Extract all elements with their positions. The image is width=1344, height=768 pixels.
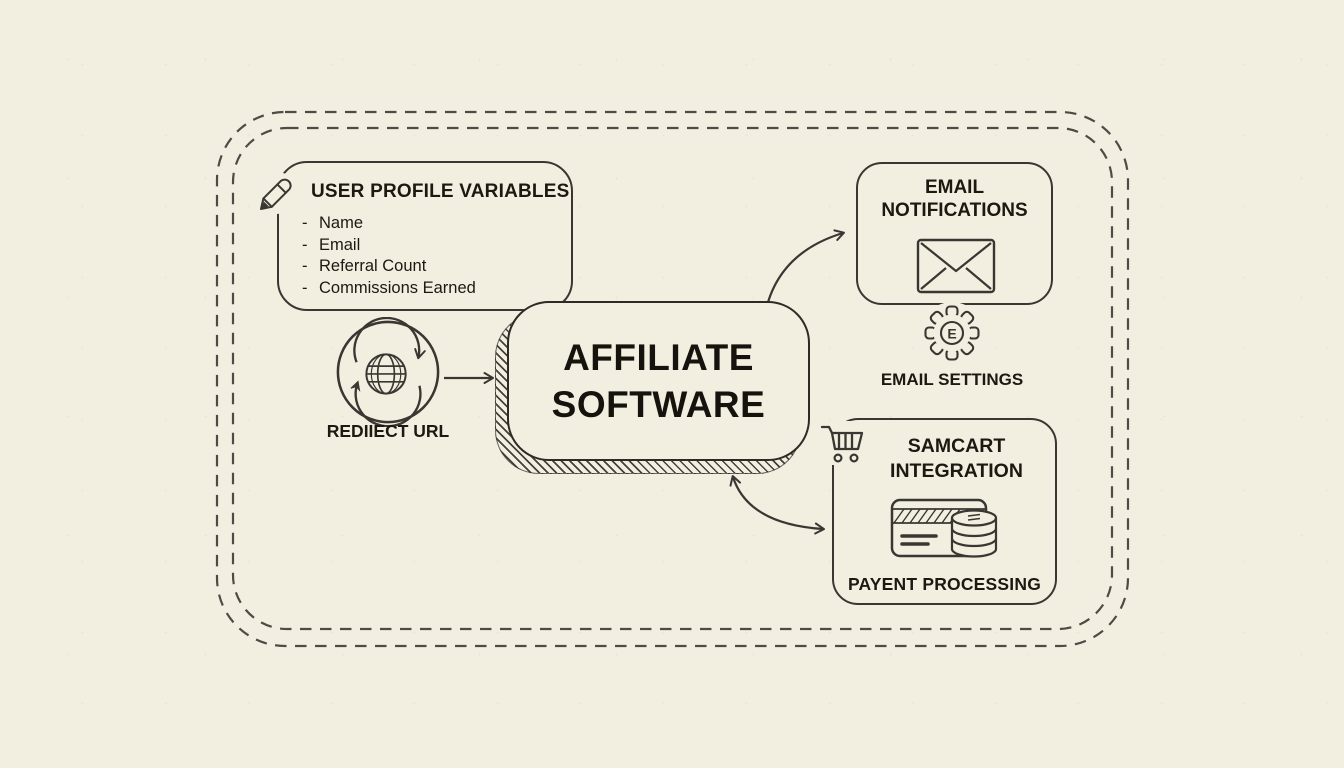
list-item-label: Name bbox=[319, 214, 364, 232]
user-profile-list: - Name - Email - Referral Count - Commis… bbox=[302, 213, 476, 299]
list-item: - Referral Count bbox=[302, 256, 476, 278]
user-profile-title: USER PROFILE VARIABLES bbox=[311, 181, 570, 202]
affiliate-software-box: AFFILIATE SOFTWARE bbox=[507, 301, 810, 461]
gear-icon: E bbox=[921, 302, 983, 364]
pencil-icon bbox=[256, 172, 298, 214]
inner-dashed-frame bbox=[231, 126, 1114, 631]
list-item: - Commissions Earned bbox=[302, 278, 476, 300]
samcart-integration-title: SAMCART INTEGRATION bbox=[890, 435, 1023, 482]
outer-dashed-frame bbox=[215, 110, 1130, 648]
envelope-icon bbox=[916, 238, 996, 294]
samcart-integration-box: SAMCART INTEGRATION PAYENT PROCESSING bbox=[832, 418, 1057, 605]
arrow-affiliate-samcart bbox=[729, 475, 825, 535]
credit-card-coins-icon bbox=[890, 498, 998, 558]
payment-processing-label: PAYENT PROCESSING bbox=[847, 574, 1042, 594]
list-item-label: Commissions Earned bbox=[319, 278, 476, 297]
user-profile-variables-box: USER PROFILE VARIABLES - Name - Email - … bbox=[277, 161, 573, 311]
email-settings-label: EMAIL SETTINGS bbox=[880, 370, 1024, 389]
shopping-cart-icon bbox=[820, 421, 868, 465]
email-notifications-box: EMAIL NOTIFICATIONS bbox=[856, 162, 1053, 305]
list-item-label: Email bbox=[319, 235, 361, 254]
list-item-label: Referral Count bbox=[319, 257, 427, 275]
list-item: - Email bbox=[302, 235, 476, 257]
list-item: - Name bbox=[302, 213, 476, 235]
affiliate-software-title: AFFILIATE SOFTWARE bbox=[551, 337, 766, 425]
email-notifications-title: EMAIL NOTIFICATIONS bbox=[881, 177, 1028, 221]
globe-refresh-icon bbox=[336, 317, 440, 427]
gear-letter: E bbox=[947, 326, 956, 342]
redirect-url-label: REDIIECT URL bbox=[326, 421, 450, 441]
